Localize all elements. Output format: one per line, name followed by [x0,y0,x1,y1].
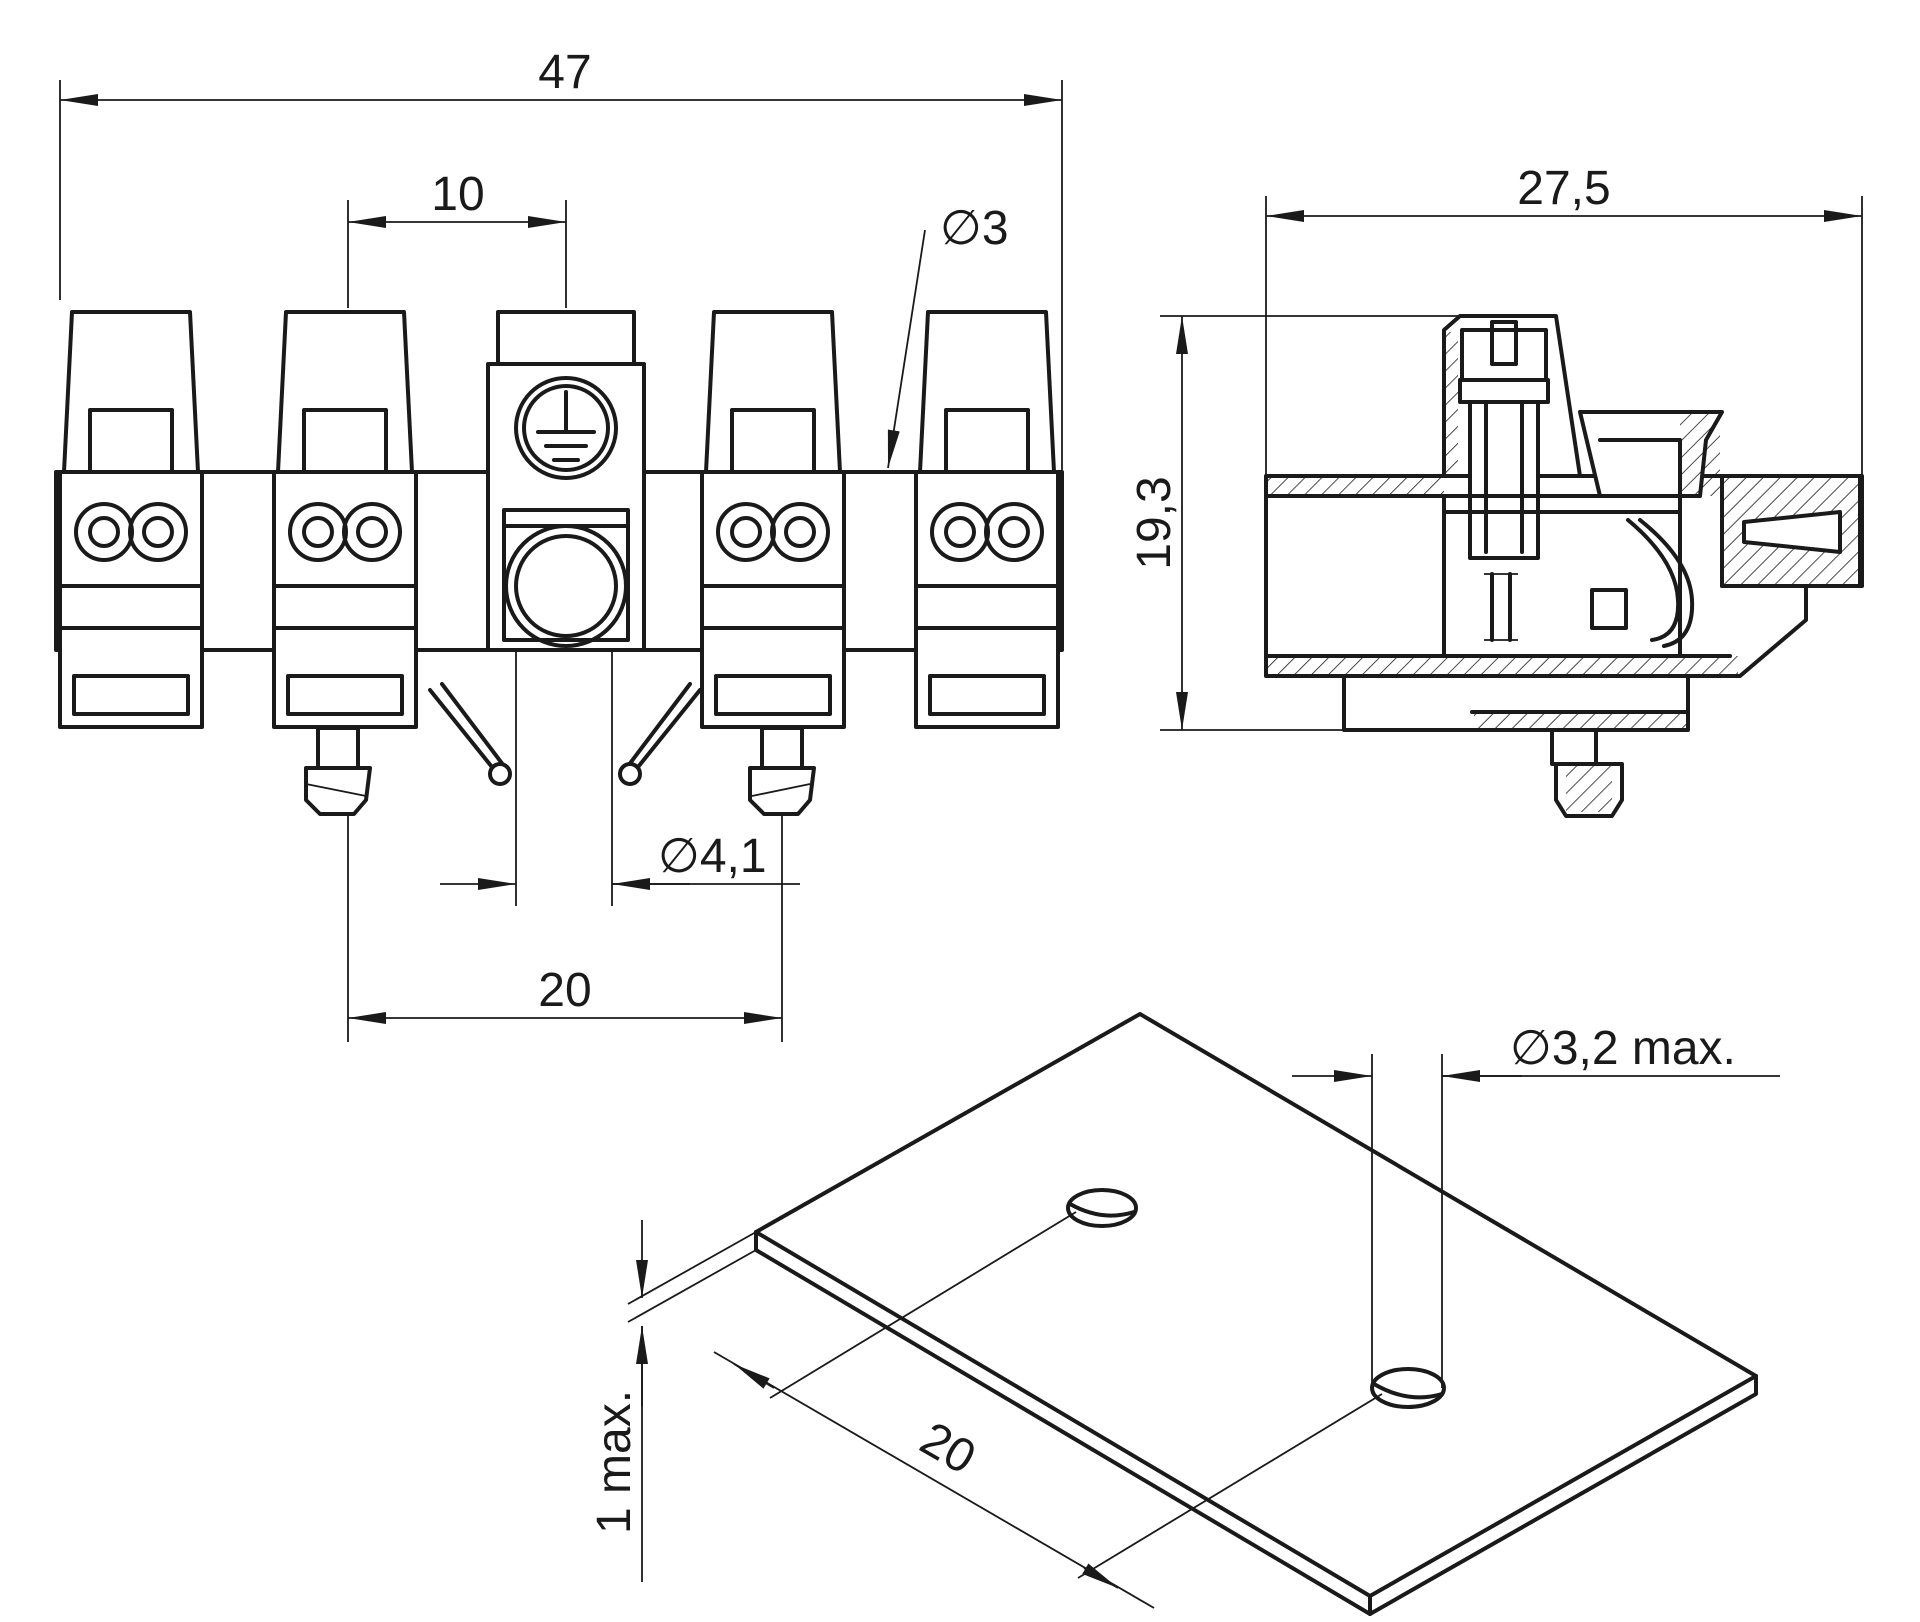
spring-leg-right [618,682,702,786]
terminal-clamp-5 [914,310,1060,729]
dim-label-27-5: 27,5 [1517,162,1610,215]
dimension-plate-hole: ∅3,2 max. [1292,1022,1780,1388]
dim-label-d4-1: ∅4,1 [658,830,767,883]
dimension-wire-hole: ∅3 [887,202,1009,469]
dimension-side-width: 27,5 [1265,162,1863,476]
earth-icon [536,390,596,462]
mounting-pin-right [748,726,816,816]
dimension-overall-width: 47 [59,46,1063,470]
dimension-pitch: 10 [347,168,567,308]
terminal-clamp-4 [700,310,846,729]
dimension-height: 19,3 [1128,315,1460,731]
earth-terminal [486,310,646,652]
dimension-plate-thickness: 1 max. [588,1220,757,1582]
plate-top-face [754,1012,1758,1598]
plate-hole-top [1066,1188,1138,1228]
dim-label-d3-2-max: ∅3,2 max. [1510,1022,1736,1075]
dim-label-20-pins: 20 [538,964,591,1017]
mounting-plate: ∅3,2 max. 1 max. 20 [588,1012,1780,1616]
dimension-pin-spacing: 20 [347,816,783,1042]
dim-label-10: 10 [431,168,484,221]
dim-label-d3: ∅3 [940,202,1009,255]
side-view: 27,5 19,3 [1128,162,1864,818]
dim-label-1-max: 1 max. [588,1390,641,1534]
terminal-clamp-2 [272,310,418,729]
dim-label-47: 47 [538,46,591,99]
mounting-pin-left [304,726,372,816]
dimension-screw-hole: ∅4,1 [440,650,800,906]
spring-leg-left [428,682,512,786]
dim-label-19-3: 19,3 [1128,476,1181,569]
terminal-clamp-1 [58,310,204,729]
front-view: 47 10 ∅3 ∅4,1 20 [54,46,1064,1042]
